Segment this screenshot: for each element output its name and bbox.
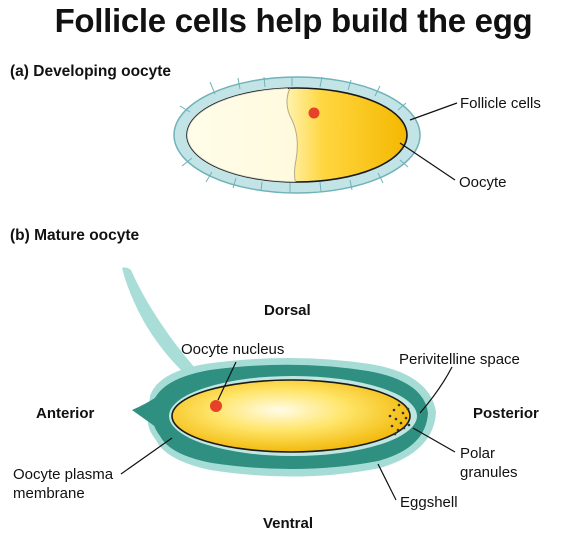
plasma-membrane-label-line2: membrane	[13, 485, 85, 502]
nurse-cell-region	[187, 88, 298, 182]
mature-oocyte-diagram	[120, 267, 456, 501]
ventral-label: Ventral	[263, 515, 314, 532]
oocyte-label: Oocyte	[459, 174, 507, 191]
follicle-cells-leader	[409, 102, 458, 121]
dorsal-label: Dorsal	[264, 302, 311, 319]
panel-b-heading: (b) Mature oocyte	[10, 227, 140, 244]
developing-oocyte-diagram	[173, 76, 458, 194]
oocyte-leader	[399, 142, 456, 181]
oocyte-nucleus-label: Oocyte nucleus	[181, 341, 285, 358]
polar-granules-label-line2: granules	[460, 464, 518, 481]
anterior-label: Anterior	[36, 405, 95, 422]
page-title: Follicle cells help build the egg	[54, 2, 533, 39]
eggshell-label: Eggshell	[400, 494, 458, 511]
mature-oocyte-leaders	[120, 361, 456, 501]
nurse-cell-boundary	[286, 88, 298, 182]
plasma-membrane-label: Oocyte plasma membrane	[13, 465, 113, 503]
polar-granules-cluster	[388, 403, 411, 436]
panel-a-heading: (a) Developing oocyte	[10, 63, 172, 80]
polar-granules-label-line1: Polar	[460, 445, 496, 462]
dorsal-appendage	[122, 267, 195, 374]
oocyte-nucleus-dot	[210, 400, 222, 412]
perivitelline-space-label: Perivitelline space	[399, 351, 520, 368]
posterior-label: Posterior	[473, 405, 539, 422]
polar-granules-label: Polar granules	[460, 444, 518, 482]
follicle-cells-label: Follicle cells	[460, 95, 541, 112]
mature-oocyte-body	[171, 379, 411, 453]
developing-oocyte-nucleus	[308, 107, 320, 119]
plasma-membrane-label-line1: Oocyte plasma	[13, 466, 114, 483]
follicle-cell-dividers	[179, 76, 409, 193]
